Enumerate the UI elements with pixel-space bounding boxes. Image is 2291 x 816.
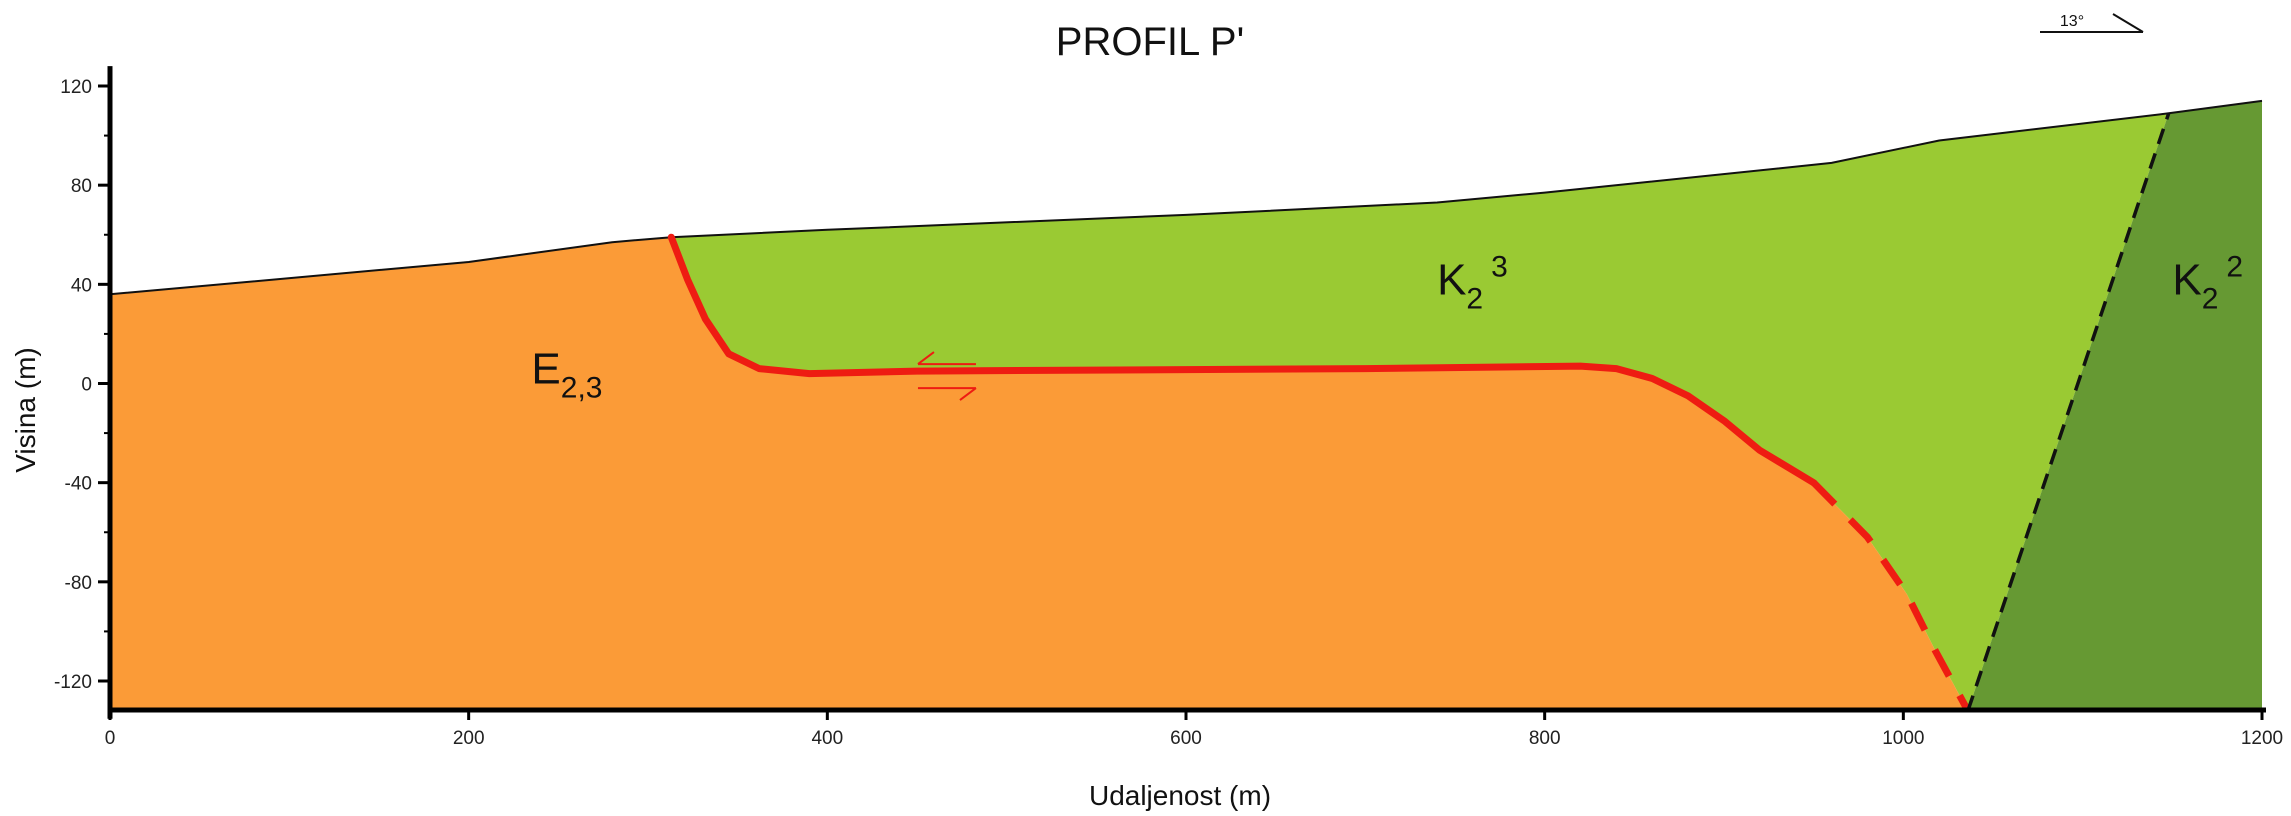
fault-line-inferred — [1811, 480, 1971, 713]
x-tick-label: 600 — [1170, 728, 1202, 749]
topography-line — [109, 99, 2263, 296]
chart-title: PROFIL P' — [1056, 20, 1244, 64]
x-tick-label: 200 — [453, 728, 485, 749]
geology-layer — [109, 99, 2263, 713]
y-tick-label: -80 — [65, 573, 92, 594]
x-tick-label: 800 — [1529, 728, 1561, 749]
unit-label-e23: E2,3 — [531, 345, 602, 405]
unit-k23-area — [671, 113, 2169, 711]
y-tick-label: -120 — [54, 672, 92, 693]
fault-movement-arrows — [917, 351, 977, 401]
x-axis-title: Udaljenost (m) — [1089, 780, 1271, 811]
y-tick-label: 40 — [71, 275, 92, 296]
x-tick-label: 1000 — [1882, 728, 1924, 749]
arrow-left — [917, 351, 976, 366]
unit-k22-area — [1967, 100, 2262, 711]
arrow-right — [917, 387, 977, 401]
unit-label-k23: K23 — [1437, 250, 1508, 315]
y-axis-title: Visina (m) — [10, 347, 41, 473]
contact-line-inferred — [1966, 112, 2171, 712]
x-tick-label: 400 — [811, 728, 843, 749]
unit-labels: E2,3 K23 K22 — [531, 250, 2243, 404]
unit-e23-area — [110, 237, 1968, 711]
x-tick-label: 1200 — [2241, 728, 2283, 749]
fault-line — [667, 233, 1818, 487]
unit-label-k22: K22 — [2172, 250, 2243, 315]
y-tick-label: 120 — [60, 77, 92, 98]
y-tick-label: 80 — [71, 176, 92, 197]
x-tick-label: 0 — [105, 728, 116, 749]
y-tick-label: -40 — [65, 474, 92, 495]
y-tick-label: 0 — [81, 375, 92, 396]
dip-indicator: 13° — [2040, 13, 2144, 33]
dip-label: 13° — [2060, 13, 2084, 30]
